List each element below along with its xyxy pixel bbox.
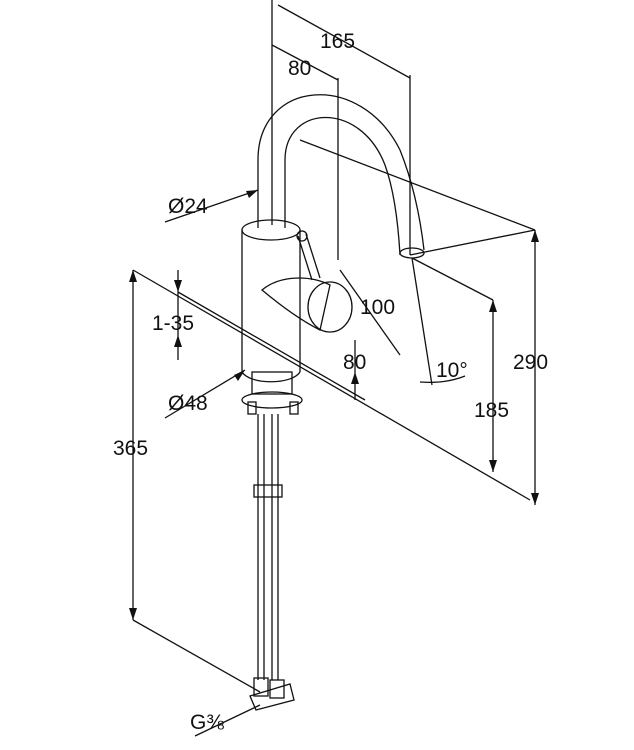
lever-pin [297, 233, 321, 281]
counter-plane-top [132, 269, 531, 501]
body-top [241, 219, 301, 241]
dim-base-diameter: Ø48 [168, 392, 208, 415]
hose-fitting [253, 677, 269, 697]
leader-24 [164, 189, 259, 223]
dim-spout-diameter: Ø24 [168, 195, 208, 218]
extension-line [411, 257, 494, 301]
angle-arc [419, 375, 466, 384]
extension-line [299, 139, 536, 231]
dim-365: 365 [113, 437, 149, 460]
dim-290: 290 [513, 351, 549, 374]
leader-48 [164, 369, 246, 419]
arrowheads [129, 190, 539, 620]
fixing-nut [247, 401, 257, 415]
dimension-line-80-top [271, 44, 339, 81]
dim-1-35: 1-35 [152, 312, 195, 335]
dim-185: 185 [474, 399, 510, 422]
lever-pin-top [296, 230, 308, 242]
lever-base [260, 277, 331, 331]
leader-g38 [194, 704, 261, 737]
hose-nut [249, 683, 295, 711]
dim-thread: G⅜ [190, 711, 224, 734]
dimension-line-165 [277, 4, 411, 79]
dimension-line-100 [339, 269, 401, 356]
dim-angle: 10° [436, 359, 468, 382]
fixing-nut [289, 401, 299, 415]
lever-knob [307, 281, 353, 333]
dim-165: 165 [320, 30, 356, 53]
spout-inner [284, 117, 401, 256]
body-bottom [241, 371, 301, 383]
base-ring [251, 371, 293, 395]
counter-plane [177, 291, 366, 401]
dim-80-bottom: 80 [343, 351, 367, 374]
dim-100: 100 [360, 296, 396, 319]
dim-80-top: 80 [288, 57, 312, 80]
hose-fitting [269, 679, 285, 699]
spout-outer [257, 94, 425, 251]
extension-line [409, 229, 536, 256]
hose-end-line [132, 619, 261, 693]
hose-clip [253, 484, 283, 498]
base-flange [241, 391, 303, 409]
angle-line [411, 257, 433, 386]
